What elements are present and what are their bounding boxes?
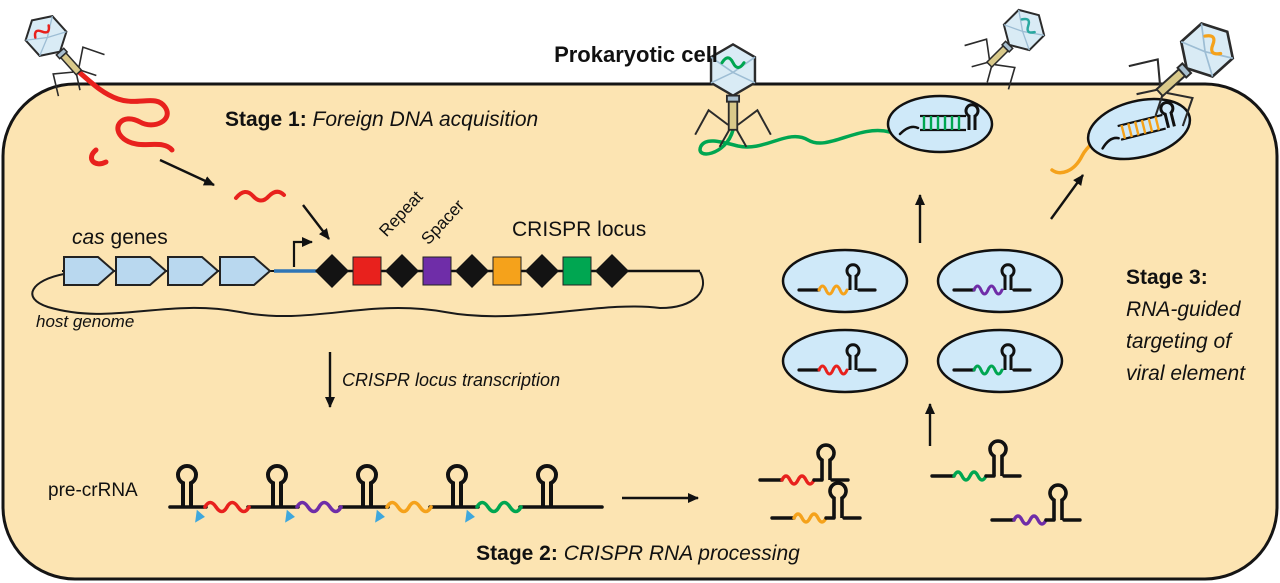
effector-complex-purple — [936, 248, 1064, 314]
repeat-diamond — [525, 254, 559, 288]
page-title: Prokaryotic cell — [554, 42, 718, 67]
pre-crrna-label: pre-crRNA — [48, 480, 138, 501]
crispr-locus-label: CRISPR locus — [512, 218, 647, 241]
crispr-locus-array — [315, 254, 629, 288]
interference-complex-orange — [1086, 97, 1192, 161]
cas-genes-label-rest: genes — [104, 226, 168, 249]
stage1-title: Foreign DNA acquisition — [306, 108, 539, 131]
prokaryotic-cell-membrane — [1, 82, 1279, 581]
repeat-diamond — [595, 254, 629, 288]
targeting-arrow-right — [1050, 174, 1084, 220]
repeat-diamond — [455, 254, 489, 288]
stage2-heading: Stage 2: CRISPR RNA processing — [413, 542, 863, 566]
stage2-title: CRISPR RNA processing — [557, 542, 800, 565]
crrna-orange-unit — [770, 481, 862, 524]
cas-gene-arrow — [63, 256, 116, 286]
cas-gene-arrow — [115, 256, 168, 286]
host-genome-line — [31, 271, 705, 318]
phage-teal-icon — [956, 0, 1062, 98]
cas-genes-label: cas genes — [72, 226, 168, 250]
stage3-heading: Stage 3: RNA-guided targeting of viral e… — [1126, 262, 1245, 390]
host-genome-label: host genome — [36, 312, 135, 331]
acquisition-arrow-1 — [159, 158, 215, 187]
phage-orange-icon — [1117, 0, 1256, 137]
target-pairing-orange — [1120, 116, 1161, 139]
effector-complex-red — [781, 328, 909, 394]
repeat-diamond — [315, 254, 349, 288]
stage1-label: Stage 1: — [225, 108, 307, 131]
stage1-heading: Stage 1: Foreign DNA acquisition — [225, 108, 538, 132]
stage2-label: Stage 2: — [476, 542, 558, 565]
stage3-label: Stage 3: — [1126, 266, 1208, 289]
effector-complex-orange — [781, 248, 909, 314]
cas-genes-label-italic: cas — [72, 226, 105, 249]
spacer-purple — [422, 256, 452, 286]
cas-gene-arrow — [219, 256, 272, 286]
acquisition-arrow-2 — [302, 204, 330, 240]
crrna-red-unit — [758, 443, 850, 486]
transcription-label: CRISPR locus transcription — [342, 370, 561, 390]
effector-complex-green — [936, 328, 1064, 394]
phage-top-left-icon — [7, 0, 113, 105]
spacer-green — [562, 256, 592, 286]
crrna-green-unit — [930, 439, 1022, 482]
cas-gene-arrow — [167, 256, 220, 286]
spacer-orange — [492, 256, 522, 286]
protospacer-fragment — [234, 189, 286, 203]
viral-dna-red-tangle — [76, 69, 175, 167]
stage3-line1: RNA-guided — [1126, 298, 1241, 321]
spacer-red — [352, 256, 382, 286]
invading-dna-green — [698, 128, 892, 156]
crrna-purple-unit — [990, 483, 1082, 526]
phage-green-icon — [693, 43, 773, 149]
target-pairing-green — [922, 116, 961, 130]
promoter-arrow — [292, 237, 313, 267]
stage3-line3: viral element — [1126, 362, 1246, 385]
interference-complex-green — [886, 94, 994, 154]
repeat-diamond — [385, 254, 419, 288]
cas-genes-group — [63, 256, 272, 286]
pre-crrna-molecule — [168, 463, 604, 523]
stage3-line2: targeting of — [1126, 330, 1232, 353]
